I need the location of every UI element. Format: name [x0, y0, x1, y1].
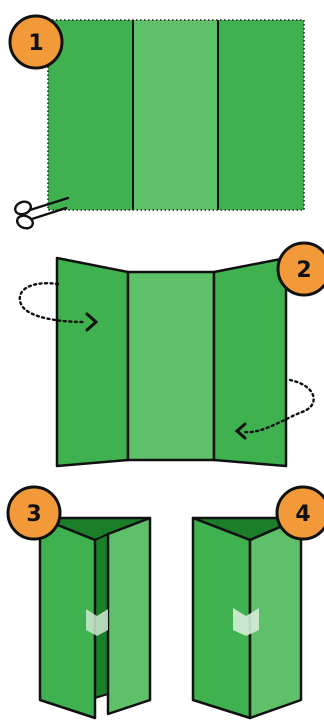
stand-3-face-right	[106, 516, 152, 716]
curved-arrow-left-icon	[234, 378, 315, 440]
panel-center	[126, 270, 216, 462]
step-4-group: 4	[191, 485, 324, 720]
flap-right	[212, 256, 288, 468]
step-number-4: 4	[295, 502, 310, 527]
sheet-panel-left	[48, 20, 133, 210]
curved-arrow-right-icon	[18, 282, 99, 332]
step-badge-2: 2	[276, 241, 324, 297]
step-3-group: 3	[6, 485, 152, 720]
step-number-1: 1	[28, 31, 43, 56]
sheet-panel-center	[133, 20, 218, 210]
step-badge-3: 3	[6, 485, 62, 541]
step-number-2: 2	[296, 258, 311, 283]
sheet-panel-right	[218, 20, 304, 210]
step-badge-4: 4	[275, 485, 324, 541]
step-1-group: 1	[8, 14, 305, 230]
step-number-3: 3	[26, 502, 41, 527]
chevron-tab-icon	[86, 609, 108, 636]
stand-3-face-left	[38, 516, 97, 720]
chevron-tab-icon	[233, 608, 259, 636]
flap-left	[55, 256, 130, 468]
step-2-group: 2	[18, 241, 324, 468]
scissors-icon	[14, 196, 70, 230]
cut-line	[47, 19, 305, 211]
step-badge-1: 1	[8, 14, 64, 70]
